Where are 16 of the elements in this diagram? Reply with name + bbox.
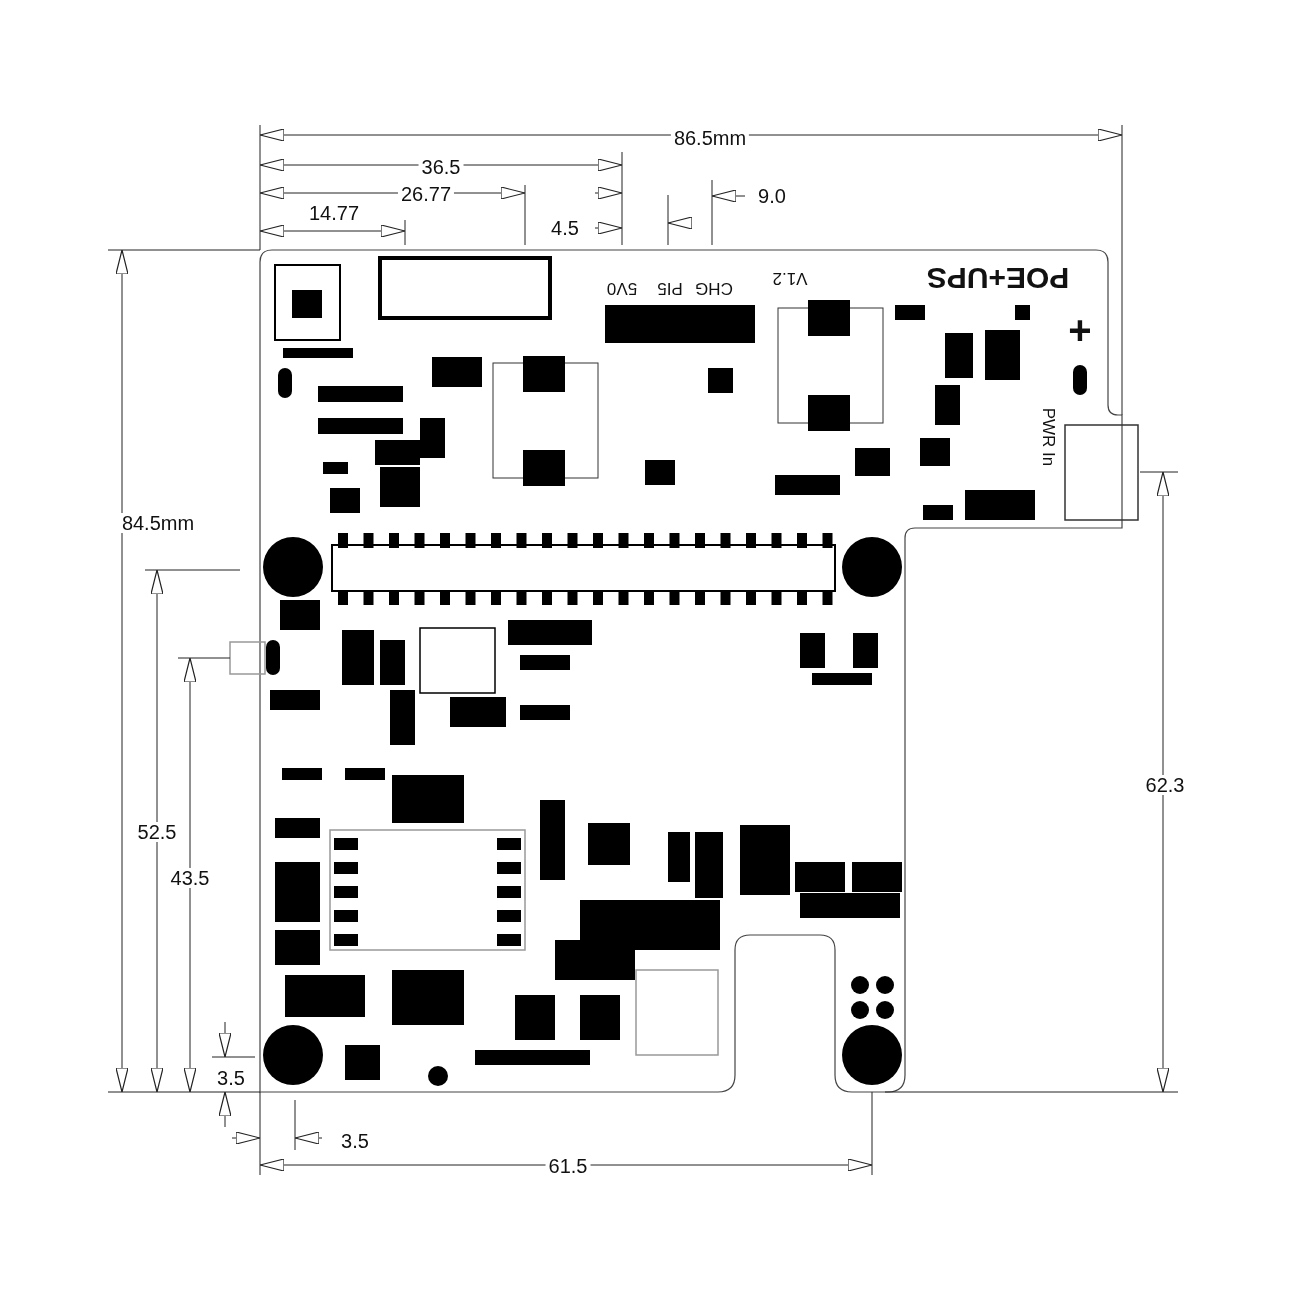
dimension-label: 26.77 — [397, 184, 455, 204]
dimension-label: 61.5 — [545, 1156, 591, 1176]
dimension-label: 3.5 — [217, 1068, 245, 1088]
dimension-label: 86.5mm — [670, 128, 750, 148]
silkscreen-label: PWR In — [1039, 407, 1057, 467]
silkscreen-label: CHG — [695, 279, 733, 297]
silkscreen-label: PI5 — [657, 279, 683, 297]
silkscreen-label: 5V0 — [606, 279, 638, 297]
dimension-label: 36.5 — [418, 157, 464, 177]
dimension-label: 3.5 — [341, 1131, 369, 1151]
dimension-label: 14.77 — [308, 203, 360, 223]
dimension-label: 9.0 — [758, 186, 786, 206]
dimension-label: 4.5 — [551, 218, 579, 238]
silkscreen-label: POE+UPS — [926, 263, 1070, 293]
silkscreen-label: + — [1068, 310, 1092, 350]
silkscreen-label: V1.2 — [772, 269, 808, 287]
